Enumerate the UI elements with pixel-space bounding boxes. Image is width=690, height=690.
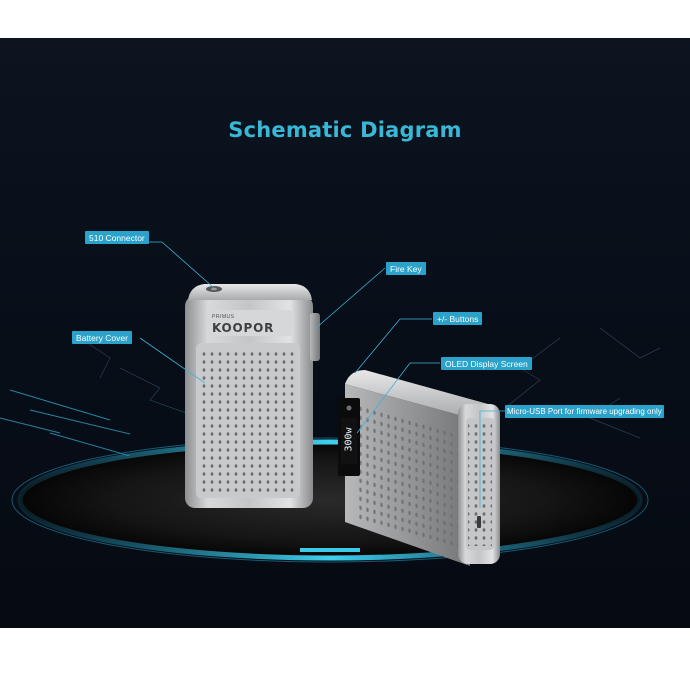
label-battery-cover: Battery Cover — [72, 331, 132, 344]
brand-small-label: PRIMUS — [212, 314, 235, 320]
oled-readout: 300w — [343, 427, 355, 452]
label-510-connector: 510 Connector — [85, 231, 149, 244]
platform — [11, 437, 649, 563]
device-standing — [185, 284, 320, 508]
label-plus-minus-buttons: +/- Buttons — [433, 312, 483, 325]
label-fire-key: Fire Key — [386, 262, 426, 275]
label-oled-display-screen: OLED Display Screen — [441, 357, 532, 370]
lightning-effect — [79, 327, 661, 439]
hero-panel: Schematic Diagram — [0, 38, 690, 628]
label-micro-usb-port: Micro-USB Port for firmware upgrading on… — [505, 405, 664, 418]
callout-lines — [139, 241, 505, 508]
device-lying — [338, 370, 500, 566]
page-title: Schematic Diagram — [228, 118, 462, 142]
product-illustration — [0, 241, 661, 566]
brand-logo: KOOPOR — [212, 321, 275, 335]
